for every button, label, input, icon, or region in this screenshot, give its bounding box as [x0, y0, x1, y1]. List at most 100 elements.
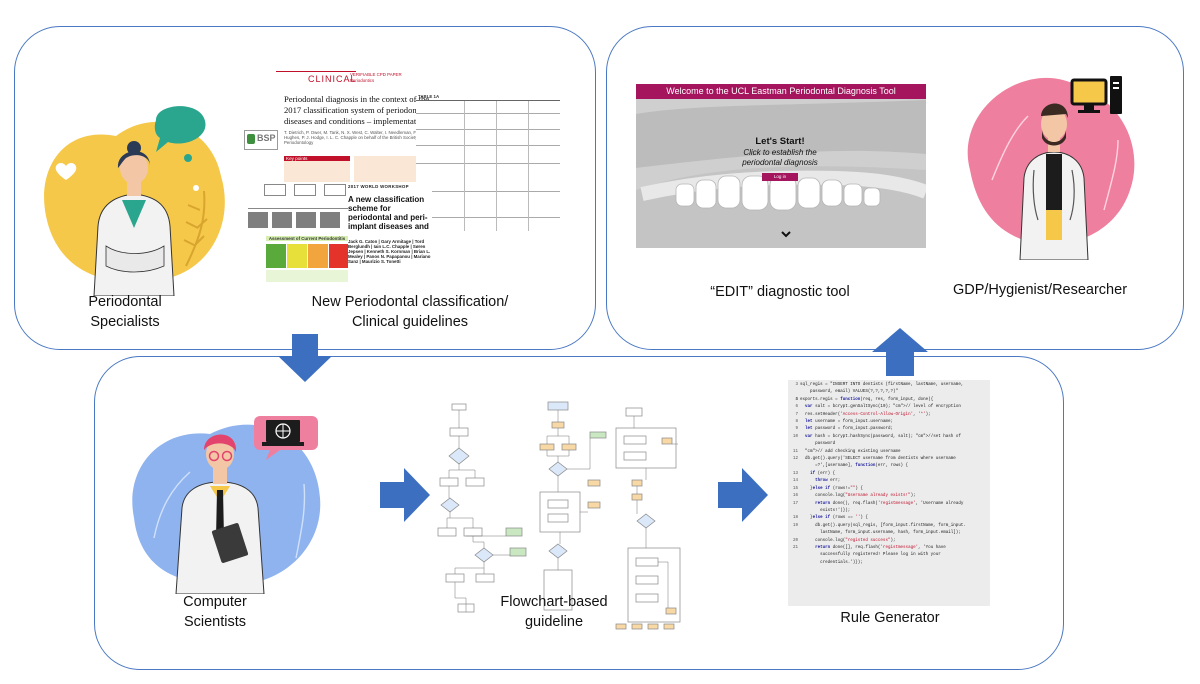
code-line-text: console.log("registed success");: [800, 538, 896, 543]
caption-computer-scientists: Computer Scientists: [150, 592, 280, 632]
workshop-article: 2017 WORLD WORKSHOP A new classification…: [348, 184, 432, 288]
caption-line: Scientists: [183, 614, 247, 630]
code-line-text: password: [800, 442, 836, 447]
down-arrow: [278, 334, 332, 382]
edit-tool-screenshot: Welcome to the UCL Eastman Periodontal D…: [636, 84, 926, 248]
caption-classification: New Periodontal classification/ Clinical…: [290, 292, 530, 332]
right-arrow-2: [718, 468, 768, 522]
code-line-number: 15: [792, 486, 798, 491]
key-points-label: Key points: [284, 156, 350, 161]
assessment-box: Assessment of Current Periodontitis: [266, 236, 348, 284]
code-line: 15 }else if (rows!="") {: [788, 486, 990, 493]
bsp-logo-text: BSP: [257, 133, 276, 143]
code-line-number: 21: [792, 545, 798, 550]
up-arrow: [872, 328, 928, 376]
code-line: 20 console.log("registed success");: [788, 538, 990, 545]
article-section: CLINICAL: [308, 74, 357, 84]
code-line-text: res.setHeader('Access-Control-Allow-Orig…: [800, 412, 931, 417]
caption-line: Computer: [183, 594, 247, 610]
right-arrow-1: [380, 468, 430, 522]
code-line: 17 return done(), req.flash('registmessa…: [788, 501, 990, 508]
flowchart-guideline-graphic: [437, 401, 681, 630]
code-line-text: }else if (rows!="") {: [800, 486, 863, 491]
code-line-text: lastName, form_input.username, hash, for…: [800, 531, 961, 536]
caption-periodontal-specialists: Periodontal Specialists: [60, 292, 190, 332]
code-line-text: return done([], req.flash('registmessage…: [815, 545, 946, 550]
caption-rule-generator: Rule Generator: [840, 610, 940, 626]
code-line: password, email) VALUES(?,?,?,?,?)": [788, 389, 990, 396]
code-line-text: console.log("Username already exists!");: [800, 494, 916, 499]
code-line-text: exists!')});: [800, 508, 851, 513]
caption-line: Clinical guidelines: [351, 314, 469, 330]
code-line-text: var hash = bcrypt.hashSync(password, sal…: [805, 434, 961, 439]
key-points-box: Key points: [284, 156, 350, 182]
code-line: 19 db.get().query(sql_regis, [form_input…: [788, 523, 990, 530]
classification-article-collage: CLINICAL VERIFIABLE CPD PAPER Periodonti…: [230, 66, 560, 288]
code-line-text: db.get().query(sql_regis, [form_input.fi…: [800, 523, 966, 528]
code-line: 7 res.setHeader('Access-Control-Allow-Or…: [788, 412, 990, 419]
code-line: 8 let username = form_input.username;: [788, 419, 990, 426]
code-line-text: var salt = bcrypt.genSaltSync(10); "cm">…: [805, 405, 961, 410]
code-line-text: "cm">// add checking existing username: [805, 449, 901, 454]
article-journal-tag: VERIFIABLE CPD PAPER: [350, 72, 402, 77]
computer-scientist-illustration: [132, 416, 321, 594]
code-line: 18 }else if (rows == '') {: [788, 515, 990, 522]
article-journal-sub: Periodontics: [350, 78, 375, 83]
code-line-text: return done(), req.flash('registmessage'…: [815, 501, 964, 506]
edit-tool-subtitle: Click to establish the periodontal diagn…: [742, 148, 818, 167]
code-line-number: 13: [792, 471, 798, 476]
code-line: =?',[username], function(err, rows) {: [788, 463, 990, 470]
staging-mini-flowchart: [242, 166, 368, 234]
code-line: 9 let password = form_input.password;: [788, 426, 990, 433]
bsp-logo: BSP: [244, 130, 278, 150]
edit-tool-banner: Welcome to the UCL Eastman Periodontal D…: [636, 84, 926, 99]
code-line-text: db.get().query('SELECT username from den…: [800, 457, 956, 462]
code-line: exists!')});: [788, 508, 990, 515]
caption-flowchart: Flowchart-based guideline: [484, 592, 624, 632]
code-line: lastName, form_input.username, hash, for…: [788, 530, 990, 537]
caption-gdp: GDP/Hygienist/Researcher: [952, 282, 1128, 298]
code-line-text: }else if (rows == '') {: [800, 516, 868, 521]
article-authors: T. Dietrich, P. Ower, M. Tank, N. X. Wes…: [284, 130, 423, 145]
code-line-text: sql_regis = "INSERT INTO dentists (first…: [800, 383, 964, 387]
code-line-text: if (err) {: [810, 471, 836, 476]
code-line-number: 6: [795, 405, 798, 410]
code-line-number: 7: [795, 412, 798, 417]
code-line-number: 17: [792, 501, 798, 506]
key-points-box-2: [354, 156, 420, 182]
code-line-number: 5: [795, 397, 798, 402]
code-line-number: 11: [792, 449, 798, 454]
caption-line: guideline: [524, 614, 584, 630]
code-line-text: exports.regis = function(req, res, form_…: [800, 397, 934, 402]
caption-line: Specialists: [90, 314, 160, 330]
caption-line: New Periodontal classification/: [311, 294, 509, 310]
code-line: 16 console.log("Username already exists!…: [788, 493, 990, 500]
code-line-text: successfully registered! Please log in w…: [800, 553, 941, 558]
code-line: password: [788, 441, 990, 448]
code-line: 12 db.get().query('SELECT username from …: [788, 456, 990, 463]
code-line-text: =?',[username], function(err, rows) {: [800, 464, 909, 469]
code-line-number: 20: [792, 538, 798, 543]
code-line-number: 4: [795, 397, 798, 402]
code-line: 14 throw err;: [788, 478, 990, 485]
code-line: credentials.')});: [788, 560, 990, 567]
edit-tool-heading: Let's Start!: [755, 136, 805, 147]
code-line: 13 if (err) {: [788, 471, 990, 478]
code-line-text: throw err;: [815, 479, 841, 484]
caption-line: Periodontal: [88, 294, 162, 310]
code-line: 21 return done([], req.flash('registmess…: [788, 545, 990, 552]
article-title: Periodontal diagnosis in the context of …: [284, 94, 430, 126]
code-line-number: 16: [792, 494, 798, 499]
code-line-number: 18: [792, 516, 798, 521]
gdp-hygienist-illustration: [967, 76, 1135, 260]
code-line-text: let username = form_input.username;: [805, 420, 893, 425]
caption-line: Flowchart-based: [500, 594, 608, 610]
code-line-number: 3: [795, 383, 798, 387]
code-line-number: 8: [795, 420, 798, 425]
edit-tool-login-button[interactable]: Log in: [762, 173, 798, 181]
code-line: 11 "cm">// add checking existing usernam…: [788, 449, 990, 456]
code-line-text: let password = form_input.password;: [805, 427, 893, 432]
code-line: successfully registered! Please log in w…: [788, 552, 990, 559]
